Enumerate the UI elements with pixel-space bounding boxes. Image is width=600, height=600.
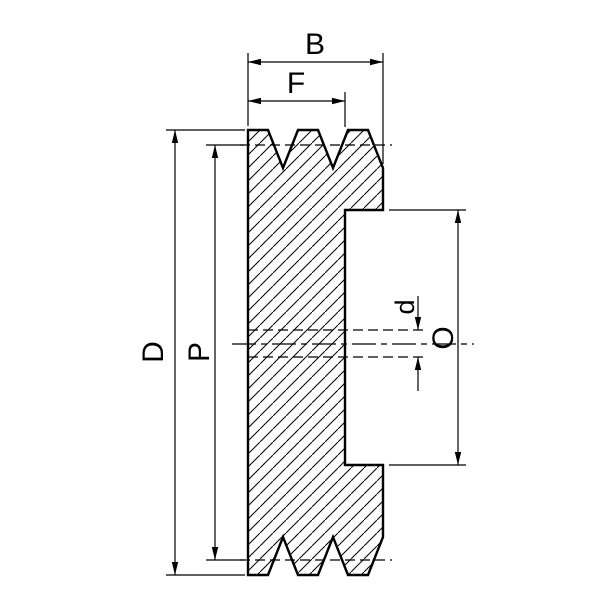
pulley-body-outline [246,128,385,577]
dimension-P: P [183,144,244,561]
dim-label-O: O [427,326,460,349]
dim-label-B: B [305,28,325,61]
arrow-upper [414,317,422,330]
dimension-d: d [390,296,422,391]
arrow-right [370,58,383,66]
arrow-bottom [211,547,219,560]
dim-label-P: P [183,342,216,362]
arrow-bottom [454,452,462,465]
arrow-top [454,210,462,223]
arrow-lower [414,357,422,370]
dimension-D: D [137,129,245,576]
arrow-right [332,97,345,105]
center-lines [232,144,474,561]
dim-label-D: D [137,341,170,363]
arrow-top [211,145,219,158]
arrow-top [171,130,179,143]
dimension-B: B [247,28,384,164]
dimension-O: O [389,209,466,466]
dimension-F: F [248,67,346,127]
dim-label-d: d [390,299,420,314]
arrow-left [248,97,261,105]
dim-label-F: F [287,67,305,100]
arrow-bottom [171,562,179,575]
arrow-left [248,58,261,66]
